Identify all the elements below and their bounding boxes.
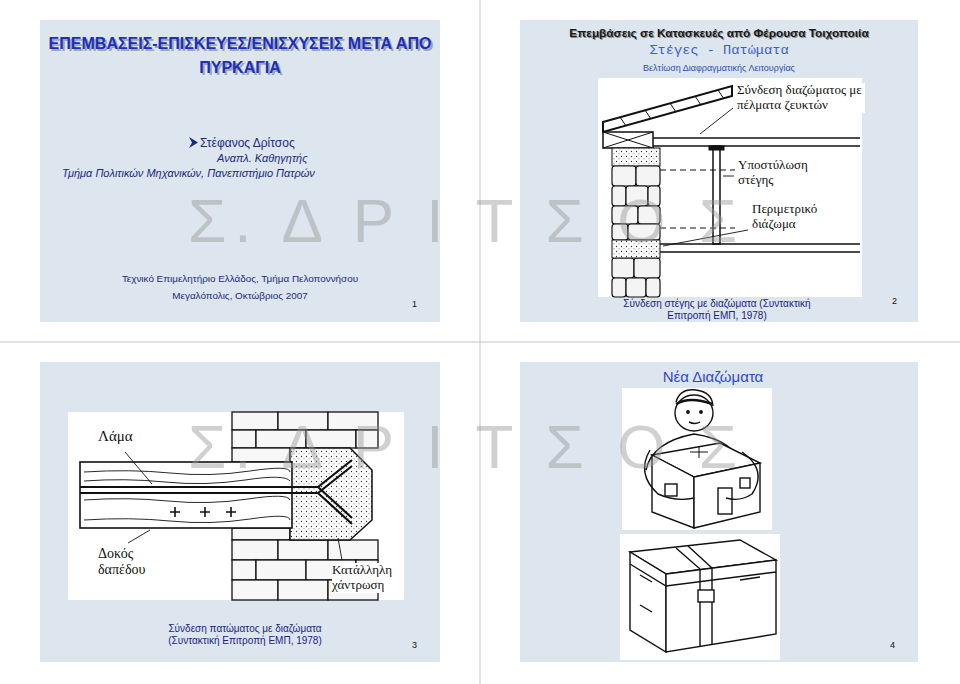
figure-caption: Σύνδεση στέγης με διαζώματα (Συντακτική … (617, 298, 817, 322)
slide-heading: Νέα Διαζώματα (613, 368, 813, 386)
slide-number: 1 (412, 299, 417, 310)
roof-section-drawing-part-part (646, 278, 660, 297)
roof-section-drawing-part-part (612, 278, 626, 297)
man-hugging-house-drawing-part (687, 411, 689, 413)
drawing-label: Υποστύλωση στέγης (738, 158, 820, 188)
slide-number: 3 (412, 640, 417, 651)
author-rank: Αναπλ. Καθηγητής (217, 152, 308, 165)
drawing-label: Περιμετρικό διάζωμα (752, 202, 836, 232)
roof-section-drawing-part (645, 110, 651, 119)
leader-line-part (723, 176, 734, 177)
slide-title: ΕΠΕΜΒΑΣΕΙΣ-ΕΠΙΣΚΕΥΕΣ/ΕΝΙΣΧΥΣΕΙΣ ΜΕΤΑ ΑΠΟ… (45, 32, 435, 80)
strapped-box-drawing-part (698, 590, 714, 602)
slide-panels-part (520, 20, 918, 322)
watermark: Σ. Δ Ρ Ι Τ Σ Ο Σ (188, 416, 745, 478)
floor-connection-drawing-part-part (278, 580, 328, 600)
man-hugging-house-drawing-part (665, 484, 677, 496)
roof-section-drawing-part-part (612, 166, 636, 186)
slide-topic: Βελτίωση Διαφραγματικής Λειτουργίας (520, 63, 918, 74)
slide-subheading: Στέγες - Πατώματα (520, 43, 918, 59)
author-affiliation: Τμήμα Πολιτικών Μηχανικών, Πανεπιστήμιο … (62, 167, 315, 180)
floor-connection-drawing-part-part (84, 516, 290, 522)
roof-section-drawing-part (660, 170, 735, 171)
drawing-label: Δοκός δαπέδου (98, 546, 170, 578)
floor-connection-drawing-part-part (278, 540, 328, 560)
figure-caption: Σύνδεση πατώματος με διαζώματα (Συντακτι… (145, 623, 345, 647)
strapped-box-drawing (620, 534, 780, 660)
roof-section-drawing-part (709, 146, 724, 150)
drawing-label: Κατάλληλη χάντρωση (332, 563, 402, 593)
leader-line-part (128, 530, 150, 543)
floor-connection-drawing-part-part (256, 560, 306, 580)
drawing-label: Λάμα (98, 428, 133, 445)
roof-section-drawing-part (718, 90, 724, 99)
page-dividers-part (0, 342, 960, 343)
ring-beam-slide: Νέα Διαζώματα 4 (520, 362, 918, 662)
roof-section-drawing-part-part (612, 258, 634, 278)
strapped-box-drawing-part (740, 577, 760, 580)
floor-connection-drawing-part-part (328, 540, 378, 560)
floor-connection-drawing-part-part (232, 560, 256, 580)
leader-line-part (700, 108, 733, 134)
event-line: Τεχνικό Επιμελητήριο Ελλάδος, Τμήμα Πελο… (40, 273, 440, 285)
floor-connection-drawing-part-part (232, 580, 278, 600)
floor-connection-drawing-part-part (232, 528, 290, 540)
event-date: Μεγαλόπολις, Οκτώβριος 2007 (40, 290, 440, 302)
author-name: Στέφανος Δρίτσος (200, 136, 295, 150)
floor-connection-drawing-part-part (84, 496, 290, 502)
roof-section-drawing-part (603, 86, 732, 132)
roof-section-drawing-part (653, 137, 860, 139)
watermark: Σ. Δ Ρ Ι Τ Σ Ο Σ (188, 190, 745, 252)
bullet-arrow (189, 137, 198, 148)
slide-panels-part (520, 362, 918, 662)
roof-section-drawing-part (603, 132, 653, 148)
strapped-box-drawing-part (676, 546, 712, 569)
roof-section-drawing-part (695, 96, 701, 105)
nail-symbol (170, 507, 236, 517)
man-hugging-house-drawing-part (676, 400, 712, 404)
roof-section-drawing-part-part (634, 258, 660, 278)
title-slide: ΕΠΕΜΒΑΣΕΙΣ-ΕΠΙΣΚΕΥΕΣ/ΕΝΙΣΧΥΣΕΙΣ ΜΕΤΑ ΑΠΟ… (40, 20, 440, 322)
roof-section-drawing-part (620, 117, 626, 126)
strapped-box-drawing-part (620, 534, 780, 660)
leader-line-part (338, 538, 342, 560)
slide-number: 4 (890, 640, 895, 651)
roof-section-drawing-part (603, 132, 653, 148)
roof-section-drawing-part (653, 145, 860, 147)
roof-section-drawing-part-part (636, 166, 660, 186)
slide-heading: Επεμβάσεις σε Κατασκευές από Φέρουσα Τοι… (520, 26, 918, 40)
nail-symbol-part (226, 507, 236, 517)
roof-section-drawing-part (612, 148, 660, 166)
man-hugging-house-drawing-part (700, 411, 702, 413)
strapped-box-drawing-part (700, 568, 712, 647)
man-hugging-house-drawing-part (740, 478, 750, 488)
slide-panels-part (40, 20, 440, 322)
slide-number: 2 (892, 296, 897, 307)
leader-line-part (125, 452, 152, 484)
strapped-box-drawing-part (640, 575, 652, 612)
drawing-label: Σύνδεση διαζώματος με πέλματα ζευκτών (737, 83, 865, 113)
slide-panels (40, 20, 918, 662)
floor-connection-drawing-part-part (232, 540, 278, 560)
nail-symbol-part (200, 507, 210, 517)
strapped-box-drawing-part (630, 564, 776, 586)
roof-section-drawing-part-part (626, 278, 646, 297)
man-hugging-house-drawing-part (718, 488, 732, 514)
roof-slide: Επεμβάσεις σε Κατασκευές από Φέρουσα Τοι… (520, 20, 918, 322)
floor-slide: Σύνδεση πατώματος με διαζώματα (Συντακτι… (40, 362, 440, 662)
nail-symbol-part (170, 507, 180, 517)
roof-section-drawing-part (603, 132, 653, 148)
floor-connection-drawing-part-part (84, 477, 290, 483)
roof-section-drawing-part (670, 103, 676, 112)
slide-panels-part (40, 362, 440, 662)
